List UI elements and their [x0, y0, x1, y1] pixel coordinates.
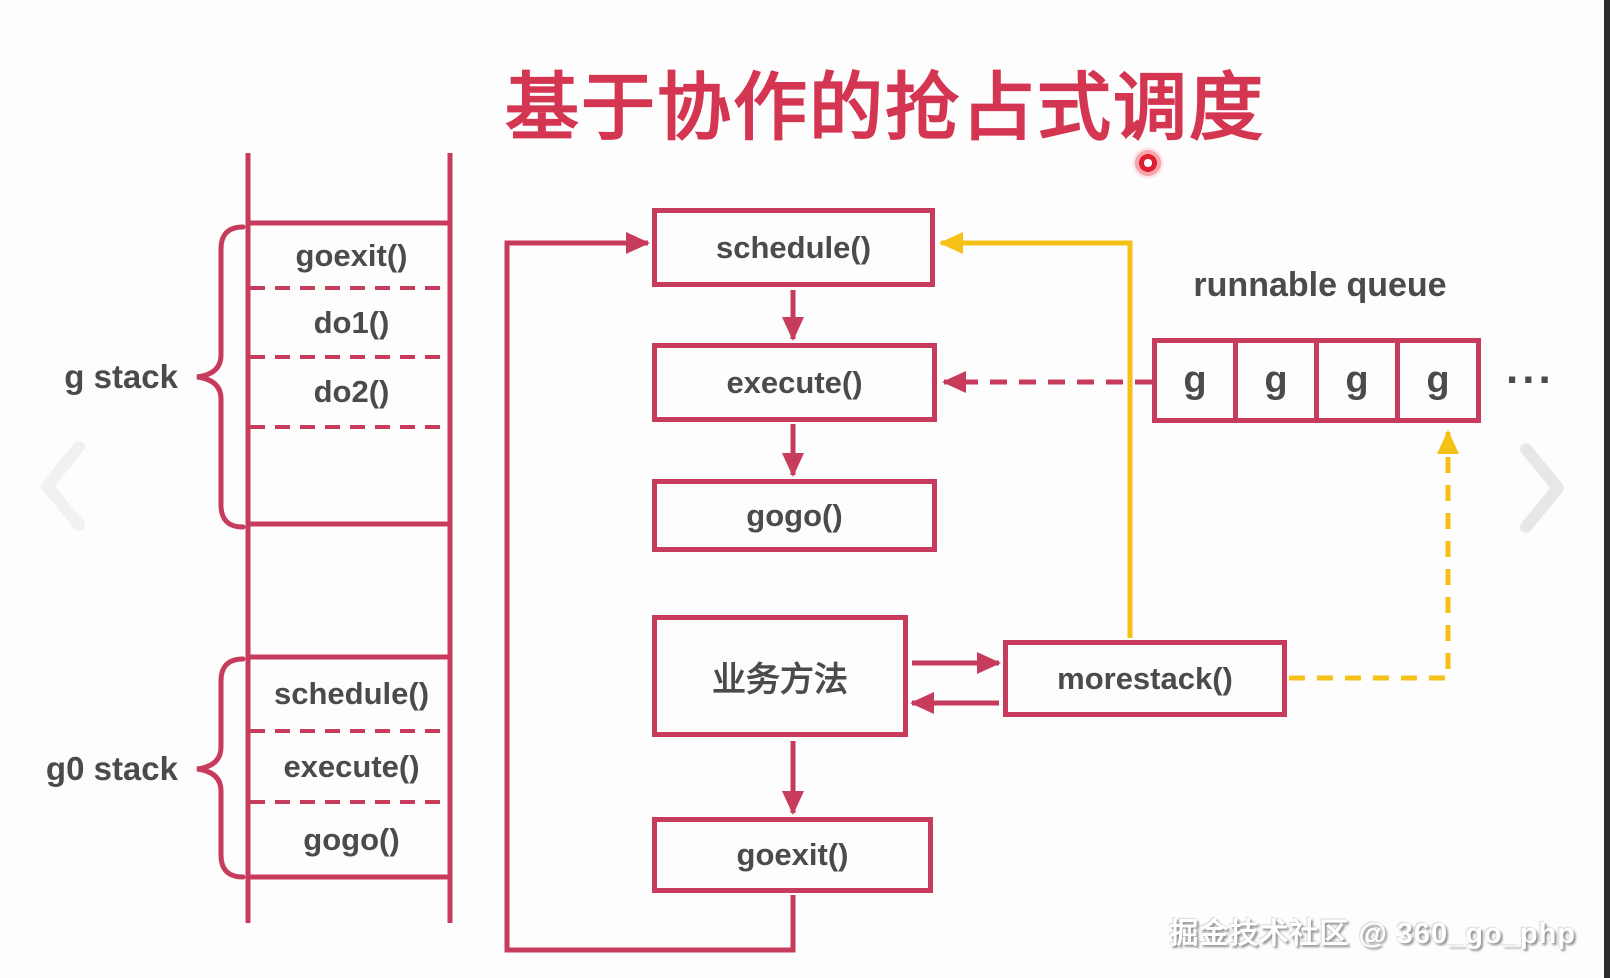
runnable-queue: g g g g [1152, 338, 1481, 423]
stack-cell-do2: do2() [313, 374, 390, 409]
stack-cell-schedule: schedule() [273, 676, 430, 711]
screen-edge-strip [1604, 0, 1610, 978]
yellow-dashed-arrow-morestack-to-queue [1289, 430, 1459, 681]
watermark: 掘金技术社区 @ 360_go_php [1169, 918, 1576, 950]
slide-title: 基于协作的抢占式调度 [505, 66, 1265, 149]
chevron-left-icon [41, 441, 85, 531]
execute-box: execute() [652, 343, 937, 422]
laser-pointer-dot [1132, 147, 1164, 179]
g0-stack-brace [196, 656, 246, 880]
queue-ellipsis: ... [1506, 344, 1555, 393]
chevron-right-icon [1520, 443, 1564, 533]
g-stack-brace [196, 224, 246, 530]
queue-cell-g: g [1152, 338, 1238, 423]
morestack-box: morestack() [1003, 640, 1287, 717]
g0-stack-label: g0 stack [45, 750, 178, 787]
prev-slide-button[interactable] [30, 435, 100, 540]
stack-cell-goexit: goexit() [295, 237, 408, 273]
schedule-box: schedule() [652, 208, 935, 287]
goexit-box: goexit() [652, 817, 933, 893]
next-slide-button[interactable] [1512, 437, 1582, 542]
queue-cell-g: g [1233, 338, 1319, 423]
queue-cell-g: g [1314, 338, 1400, 423]
runnable-queue-label: runnable queue [1193, 266, 1447, 304]
gogo-box: gogo() [652, 479, 937, 552]
g-stack-label: g stack [64, 358, 178, 395]
stack-cell-execute: execute() [283, 748, 420, 784]
business-method-box: 业务方法 [652, 615, 908, 737]
stack-cell-do1: do1() [313, 304, 390, 340]
queue-cell-g: g [1395, 338, 1481, 423]
stack-cell-gogo: gogo() [303, 821, 400, 857]
yellow-arrow-morestack-to-schedule [939, 232, 1133, 638]
